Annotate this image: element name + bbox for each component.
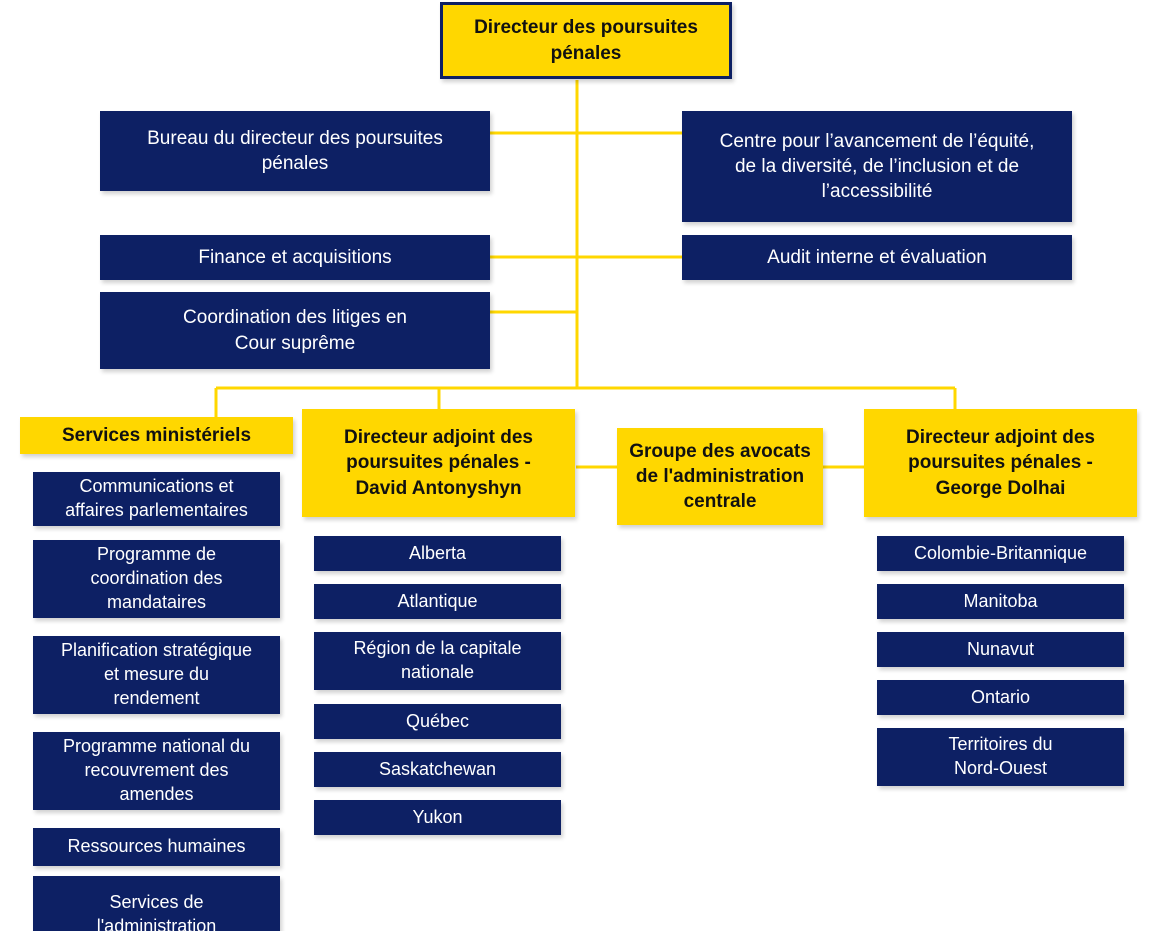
- node-territoires-nord-ouest-label: Territoires du Nord-Ouest: [948, 734, 1053, 778]
- node-coordination-litiges[interactable]: Coordination des litiges en Cour suprême: [100, 292, 490, 369]
- node-bureau-directeur[interactable]: Bureau du directeur des poursuites pénal…: [100, 111, 490, 191]
- node-atlantique[interactable]: Atlantique: [314, 584, 561, 619]
- node-atlantique-label: Atlantique: [397, 590, 478, 611]
- node-root[interactable]: Directeur des poursuites pénales: [440, 2, 732, 79]
- node-bureau-directeur-label: Bureau du directeur des poursuites pénal…: [147, 127, 443, 174]
- node-saskatchewan-label: Saskatchewan: [378, 758, 497, 779]
- node-manitoba[interactable]: Manitoba: [877, 584, 1124, 619]
- node-yukon-label: Yukon: [412, 806, 463, 827]
- node-programme-coordination-mandataires[interactable]: Programme de coordination des mandataire…: [33, 540, 280, 618]
- node-saskatchewan[interactable]: Saskatchewan: [314, 752, 561, 787]
- node-services-administration-label: Services de l'administration: [96, 892, 217, 931]
- node-colombie-britannique-label: Colombie-Britannique: [913, 542, 1088, 563]
- node-ressources-humaines[interactable]: Ressources humaines: [33, 828, 280, 866]
- node-nunavut-label: Nunavut: [966, 638, 1035, 659]
- node-alberta-label: Alberta: [408, 542, 467, 563]
- node-ontario-label: Ontario: [970, 686, 1031, 707]
- node-programme-national-recouvrement-label: Programme national du recouvrement des a…: [62, 736, 251, 804]
- node-manitoba-label: Manitoba: [963, 590, 1038, 611]
- node-centre-avancement-equite-label: Centre pour l’avancement de l’équité, de…: [719, 130, 1035, 203]
- node-services-administration[interactable]: Services de l'administration: [33, 876, 280, 931]
- node-quebec[interactable]: Québec: [314, 704, 561, 739]
- node-yukon[interactable]: Yukon: [314, 800, 561, 835]
- node-ressources-humaines-label: Ressources humaines: [67, 836, 246, 857]
- node-ontario[interactable]: Ontario: [877, 680, 1124, 715]
- node-finance-acquisitions[interactable]: Finance et acquisitions: [100, 235, 490, 280]
- node-coordination-litiges-label: Coordination des litiges en Cour suprême: [183, 307, 407, 354]
- node-territoires-nord-ouest[interactable]: Territoires du Nord-Ouest: [877, 728, 1124, 786]
- branch-header-directeur-adjoint-dolhai-label: Directeur adjoint des poursuites pénales…: [906, 427, 1095, 499]
- node-root-label: Directeur des poursuites pénales: [474, 17, 698, 64]
- node-region-capitale-nationale[interactable]: Région de la capitale nationale: [314, 632, 561, 690]
- node-groupe-avocats-administration-centrale[interactable]: Groupe des avocats de l'administration c…: [617, 428, 823, 525]
- node-centre-avancement-equite[interactable]: Centre pour l’avancement de l’équité, de…: [682, 111, 1072, 222]
- branch-header-directeur-adjoint-antonyshyn[interactable]: Directeur adjoint des poursuites pénales…: [302, 409, 575, 517]
- branch-header-directeur-adjoint-dolhai[interactable]: Directeur adjoint des poursuites pénales…: [864, 409, 1137, 517]
- node-planification-strategique[interactable]: Planification stratégique et mesure du r…: [33, 636, 280, 714]
- branch-header-services-ministeriels-label: Services ministériels: [61, 424, 252, 446]
- node-quebec-label: Québec: [405, 710, 470, 731]
- node-programme-national-recouvrement[interactable]: Programme national du recouvrement des a…: [33, 732, 280, 810]
- node-alberta[interactable]: Alberta: [314, 536, 561, 571]
- node-audit-interne-label: Audit interne et évaluation: [767, 246, 987, 268]
- node-nunavut[interactable]: Nunavut: [877, 632, 1124, 667]
- node-audit-interne[interactable]: Audit interne et évaluation: [682, 235, 1072, 280]
- branch-header-directeur-adjoint-antonyshyn-label: Directeur adjoint des poursuites pénales…: [344, 427, 533, 499]
- node-communications-affaires-parlementaires-label: Communications et affaires parlementaire…: [65, 476, 248, 520]
- node-planification-strategique-label: Planification stratégique et mesure du r…: [60, 640, 253, 708]
- node-finance-acquisitions-label: Finance et acquisitions: [198, 246, 392, 268]
- node-groupe-avocats-administration-centrale-label: Groupe des avocats de l'administration c…: [629, 440, 811, 513]
- node-colombie-britannique[interactable]: Colombie-Britannique: [877, 536, 1124, 571]
- branch-header-services-ministeriels[interactable]: Services ministériels: [20, 417, 293, 454]
- node-programme-coordination-mandataires-label: Programme de coordination des mandataire…: [90, 544, 223, 612]
- node-communications-affaires-parlementaires[interactable]: Communications et affaires parlementaire…: [33, 472, 280, 526]
- node-region-capitale-nationale-label: Région de la capitale nationale: [353, 638, 522, 682]
